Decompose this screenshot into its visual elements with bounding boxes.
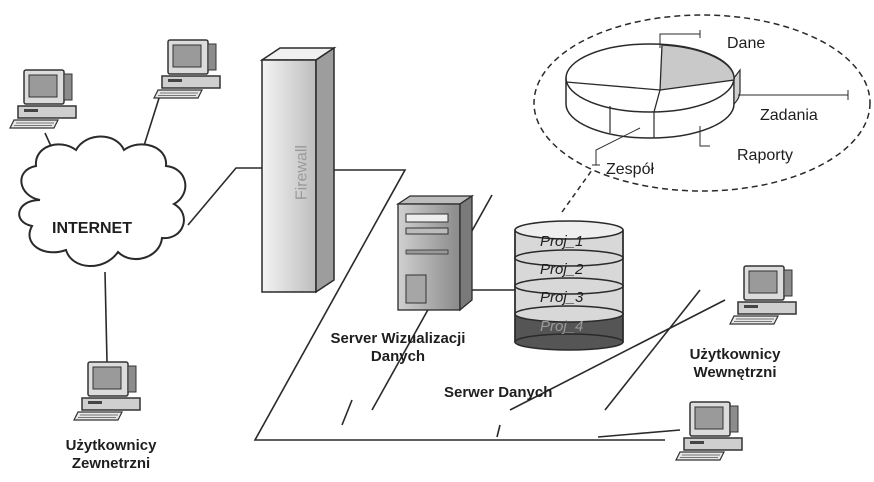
external-pc-1: [10, 70, 76, 128]
external-pc-3: [74, 362, 140, 420]
data-server-label: Serwer Danych: [444, 384, 552, 402]
pie-callout: [534, 15, 870, 212]
internet-label: INTERNET: [52, 219, 132, 238]
pie-label-dane: Dane: [727, 34, 765, 53]
db-layer-1: Proj_1: [540, 233, 583, 251]
internal-users-line1: Użytkownicy: [660, 346, 810, 364]
visualization-server: [398, 196, 472, 310]
internal-users-line2: Wewnętrzni: [660, 364, 810, 382]
internal-users-label: Użytkownicy Wewnętrzni: [660, 346, 810, 382]
viz-server-line2: Danych: [303, 348, 493, 366]
internal-pc-1: [730, 266, 796, 324]
external-users-label: Użytkownicy Zewnetrzni: [36, 437, 186, 473]
db-layer-3: Proj_3: [540, 289, 583, 307]
internal-pc-2: [676, 402, 742, 460]
external-users-line2: Zewnetrzni: [36, 455, 186, 473]
external-pc-2: [154, 40, 220, 98]
pie-label-zadania: Zadania: [760, 106, 818, 125]
internet-cloud: [19, 137, 185, 267]
viz-server-label: Server Wizualizacji Danych: [303, 330, 493, 366]
external-users-line1: Użytkownicy: [36, 437, 186, 455]
pie-label-zespol: Zespół: [606, 160, 654, 179]
db-layer-2: Proj_2: [540, 261, 583, 279]
db-layer-4: Proj_4: [540, 318, 583, 336]
pie-label-raporty: Raporty: [737, 146, 793, 165]
firewall-label: Firewall: [292, 133, 311, 213]
viz-server-line1: Server Wizualizacji: [303, 330, 493, 348]
